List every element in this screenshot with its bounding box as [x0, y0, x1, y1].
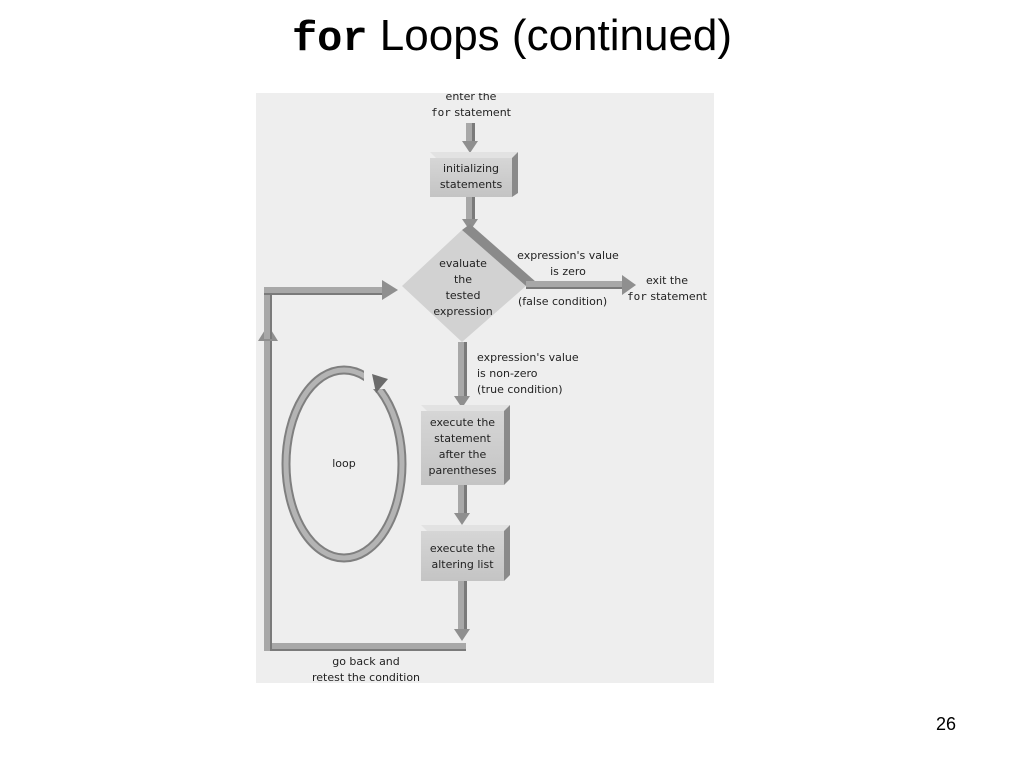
zero-line1: expression's value	[517, 249, 619, 262]
alter-line1: execute the	[429, 542, 496, 555]
nonzero-line3: (true condition)	[477, 383, 563, 396]
enter-label-line2: for statement	[416, 105, 526, 121]
loop-cycle-icon	[281, 365, 407, 563]
execute-to-alter-arrow	[454, 485, 470, 525]
exec-line3: after the	[438, 448, 487, 461]
title-text: Loops (continued)	[367, 11, 733, 60]
alter-line2: altering list	[431, 558, 494, 571]
decision-line1: evaluate	[439, 257, 487, 270]
for-loop-flowchart: enter the for statement initializing sta…	[256, 93, 714, 683]
execute-statement-box	[421, 405, 510, 485]
nonzero-value-label: expression's value is non-zero (true con…	[477, 350, 579, 398]
nonzero-line2: is non-zero	[477, 367, 538, 380]
decision-line2: the	[453, 273, 473, 286]
page-number: 26	[935, 714, 956, 734]
decision-line4: expression	[433, 305, 493, 318]
exec-line4: parentheses	[428, 464, 497, 477]
zero-value-label: expression's value is zero	[512, 248, 624, 280]
loop-label: loop	[332, 457, 356, 470]
initializing-box	[430, 152, 518, 197]
entry-arrow	[462, 123, 478, 153]
exit-arrow	[526, 275, 636, 295]
alter-to-bottom-arrow	[454, 581, 470, 641]
altering-list-label: execute the altering list	[421, 541, 504, 573]
return-loop-path	[258, 280, 466, 651]
enter-label: enter the for statement	[416, 93, 526, 121]
init-line2: statements	[439, 178, 503, 191]
decision-line3: tested	[445, 289, 481, 302]
decision-diamond	[402, 224, 536, 342]
init-line1: initializing	[442, 162, 500, 175]
go-back-line2: retest the condition	[311, 671, 421, 683]
exit-line1: exit the	[645, 274, 688, 287]
altering-list-box	[421, 525, 510, 581]
nonzero-line1: expression's value	[477, 351, 579, 364]
exit-keyword: for	[626, 290, 647, 303]
exec-line1: execute the	[429, 416, 496, 429]
slide-title: for Loops (continued)	[0, 8, 1024, 67]
exec-line2: statement	[434, 432, 491, 445]
zero-line2: is zero	[550, 265, 586, 278]
false-condition-label: (false condition)	[518, 295, 608, 308]
execute-statement-label: execute the statement after the parenthe…	[421, 415, 504, 479]
flowchart-graphics	[258, 123, 636, 651]
decision-label: evaluate the tested expression	[422, 256, 504, 320]
enter-rest: statement	[450, 106, 511, 119]
initializing-box-label: initializing statements	[430, 161, 512, 193]
enter-keyword: for	[430, 106, 451, 119]
go-back-label: go back and retest the condition	[296, 654, 436, 683]
exit-line2: for statement	[620, 289, 714, 305]
exit-label: exit the for statement	[620, 273, 714, 305]
exit-rest: statement	[646, 290, 707, 303]
go-back-line1: go back and	[332, 655, 400, 668]
title-keyword: for	[291, 15, 368, 63]
enter-label-line1: enter the	[445, 93, 497, 103]
decision-to-execute-arrow	[454, 342, 470, 408]
